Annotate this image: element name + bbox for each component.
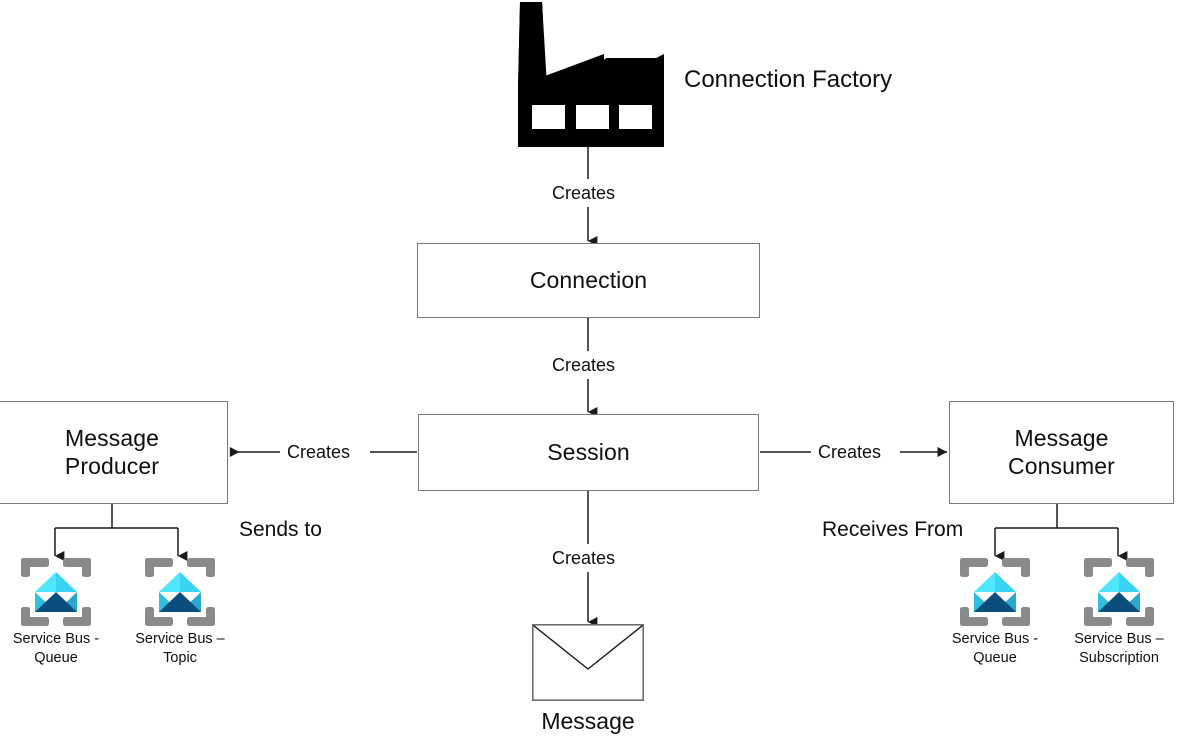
- node-connection[interactable]: Connection: [417, 243, 760, 318]
- edge-label-factory-to-connection: Creates: [549, 183, 619, 204]
- edge-label-sends-to: Sends to: [239, 518, 322, 541]
- service-bus-topic-icon: [145, 558, 215, 626]
- node-session[interactable]: Session: [418, 414, 759, 491]
- endpoint-producer-topic-label: Service Bus – Topic: [135, 631, 225, 666]
- endpoint-producer-topic[interactable]: Service Bus – Topic: [128, 556, 232, 667]
- node-message-label: Message: [541, 708, 635, 734]
- connection-factory-label: Connection Factory: [684, 66, 893, 93]
- service-bus-queue-icon: [21, 558, 91, 626]
- node-message-producer[interactable]: Message Producer: [0, 401, 228, 504]
- factory-icon: [518, 2, 664, 147]
- endpoint-consumer-queue[interactable]: Service Bus - Queue: [943, 556, 1047, 667]
- edge-label-session-to-message: Creates: [549, 548, 619, 569]
- node-session-label: Session: [547, 438, 630, 465]
- edge-label-connection-to-session: Creates: [549, 355, 619, 376]
- edge-label-session-to-consumer: Creates: [815, 442, 885, 463]
- endpoint-consumer-queue-label: Service Bus - Queue: [951, 631, 1039, 666]
- edge-consumer-to-endpoints: [994, 504, 1128, 561]
- node-message-producer-label: Message Producer: [64, 425, 160, 479]
- endpoint-producer-queue[interactable]: Service Bus - Queue: [4, 556, 108, 667]
- node-connection-label: Connection: [529, 266, 648, 293]
- endpoint-producer-queue-label: Service Bus - Queue: [12, 631, 100, 666]
- node-message-consumer-label: Message Consumer: [1008, 425, 1115, 479]
- envelope-icon: [532, 624, 644, 701]
- service-bus-queue-icon: [960, 558, 1030, 626]
- edge-label-session-to-producer: Creates: [284, 442, 354, 463]
- endpoint-consumer-subscription-label: Service Bus – Subscription: [1074, 631, 1164, 666]
- service-bus-subscription-icon: [1084, 558, 1154, 626]
- endpoint-consumer-subscription[interactable]: Service Bus – Subscription: [1067, 556, 1171, 667]
- edge-producer-to-endpoints: [54, 504, 188, 561]
- edge-label-receives-from: Receives From: [822, 518, 964, 541]
- node-message-consumer[interactable]: Message Consumer: [949, 401, 1174, 504]
